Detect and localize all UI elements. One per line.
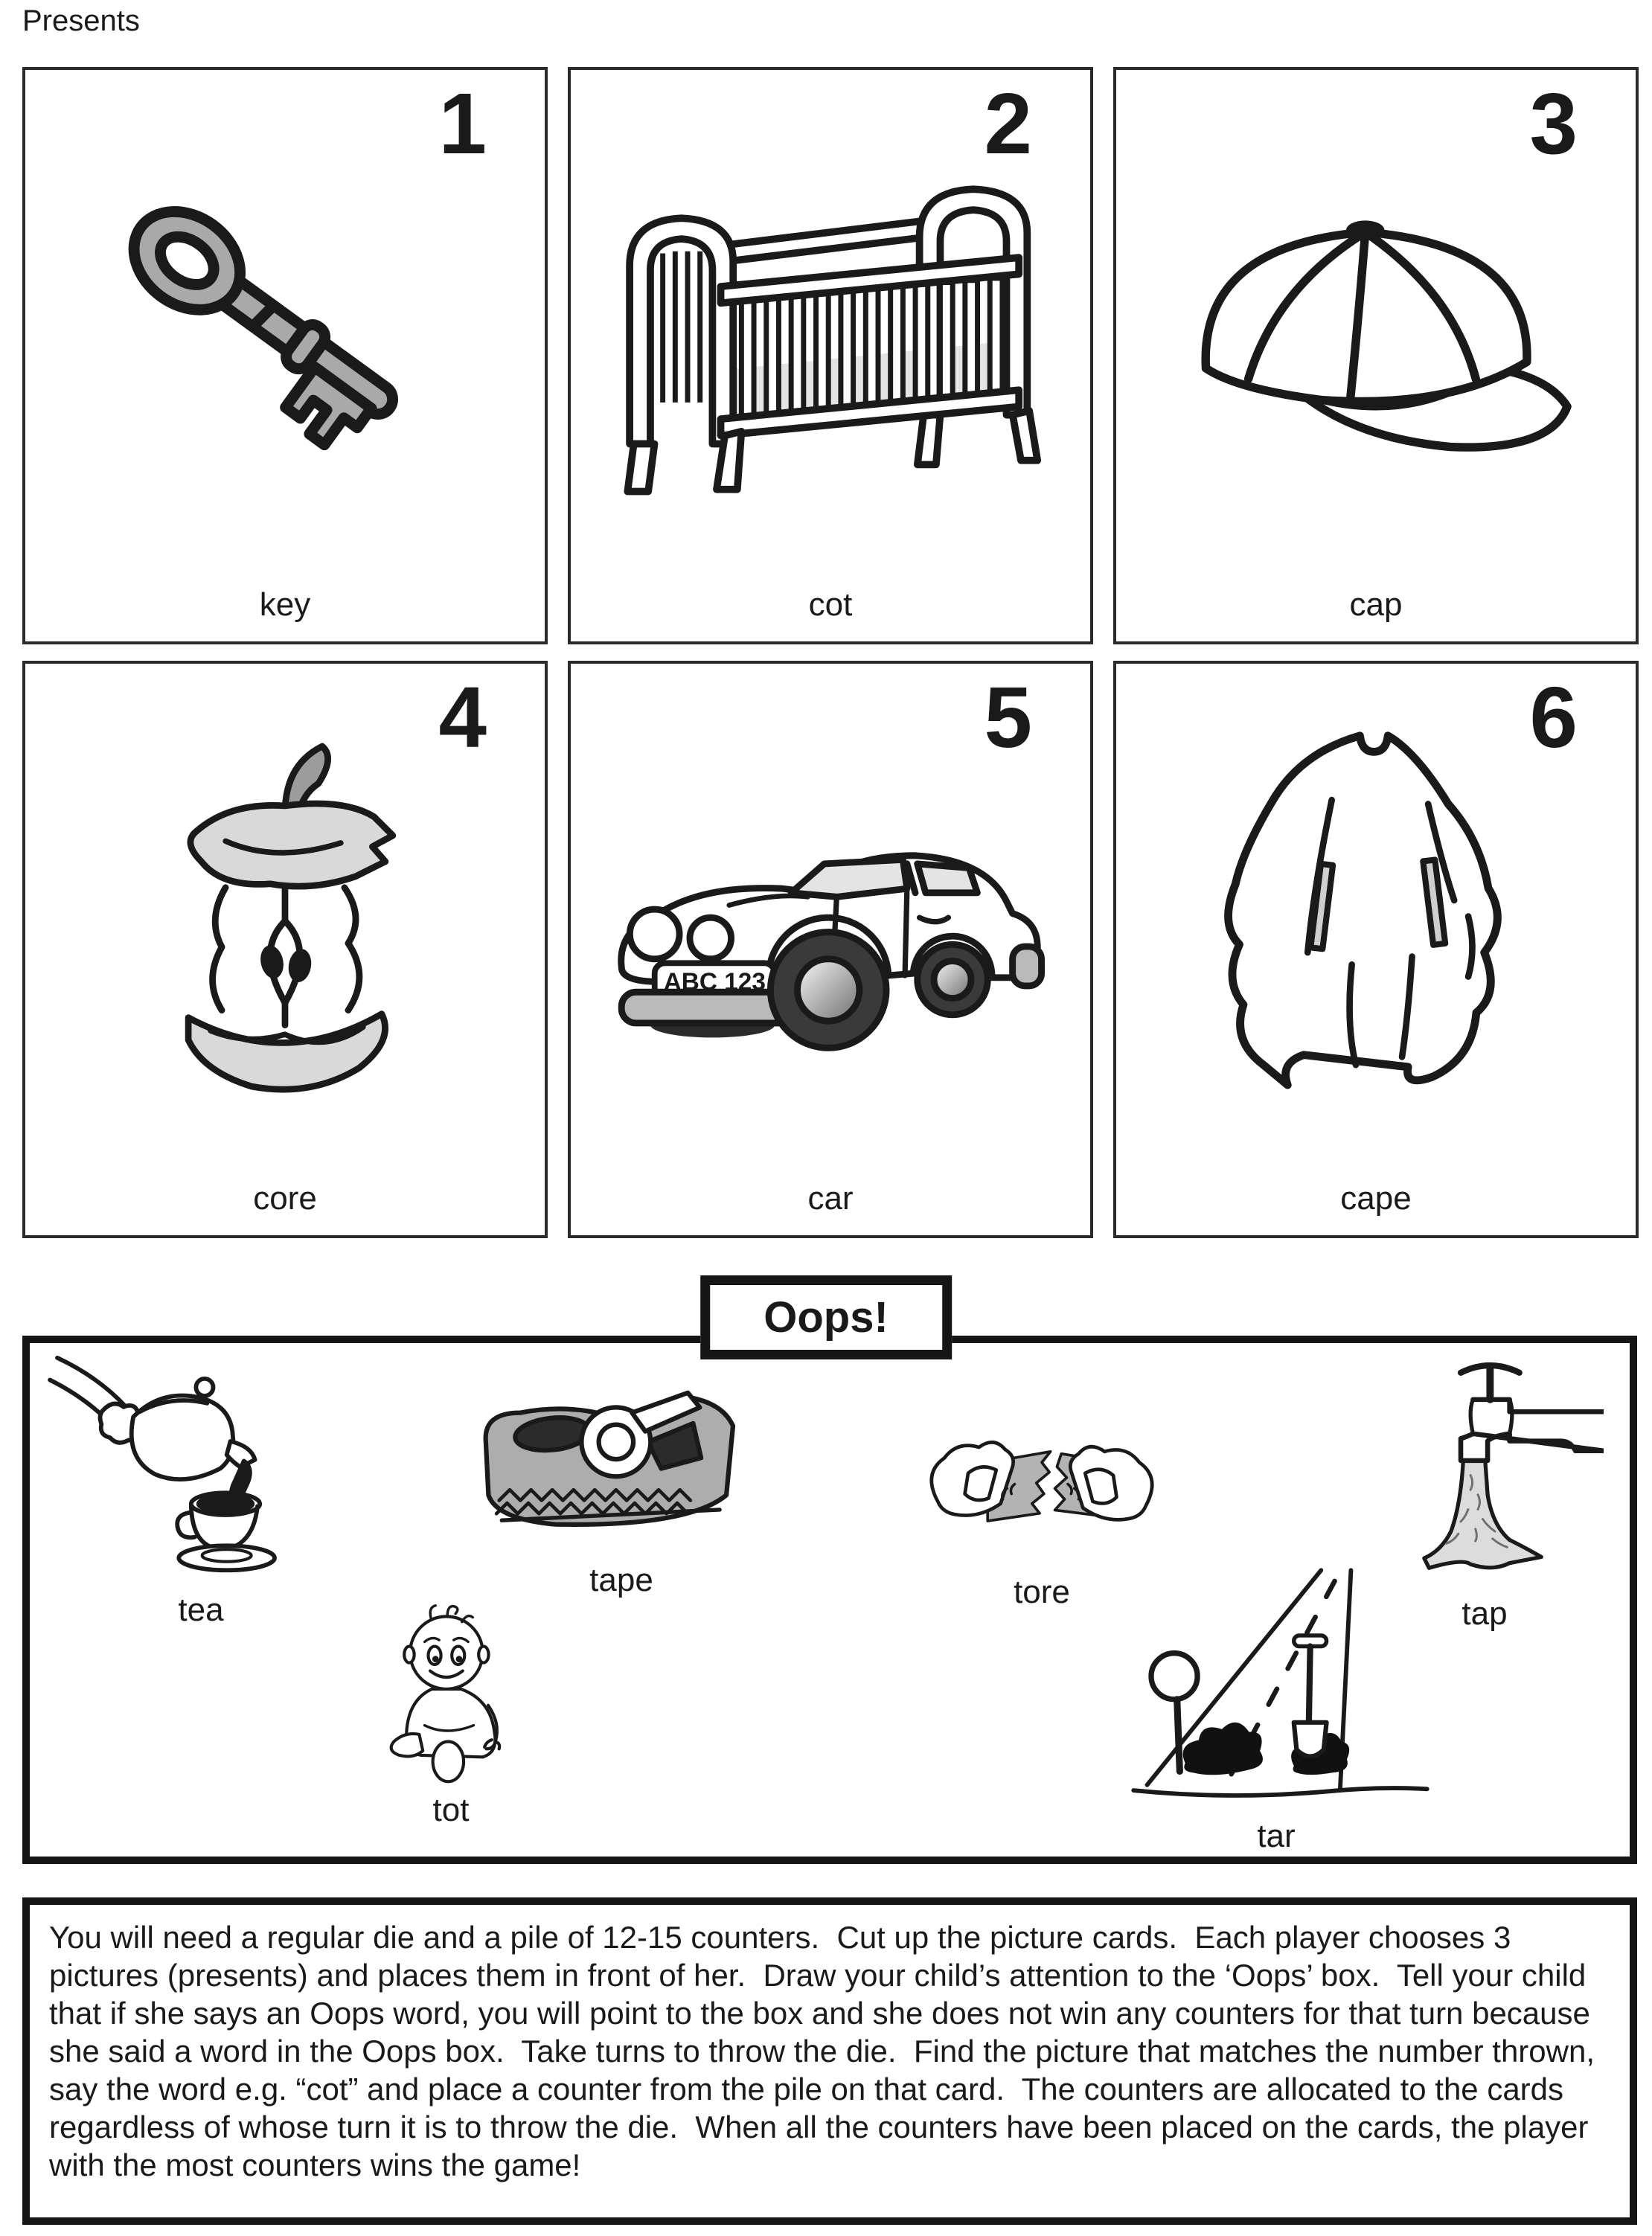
instructions-text: You will need a regular die and a pile o… xyxy=(49,1920,1604,2182)
oops-item-tap: tap xyxy=(1366,1348,1604,1633)
core-illustration xyxy=(25,664,545,1183)
tore-illustration xyxy=(929,1441,1154,1522)
oops-label-tea: tea xyxy=(178,1592,224,1628)
picture-card-grid: 1 key 2 xyxy=(22,67,1639,1238)
oops-label-tot: tot xyxy=(432,1792,470,1828)
tar-illustration xyxy=(1131,1568,1430,1798)
card-label: car xyxy=(807,1180,854,1217)
cot-illustration xyxy=(571,70,1090,589)
card-number: 6 xyxy=(1529,669,1578,766)
car-illustration: ABC 123 xyxy=(571,664,1090,1183)
card-number: 2 xyxy=(984,75,1032,172)
card-number: 5 xyxy=(984,669,1032,766)
tape-illustration xyxy=(483,1390,736,1527)
oops-label-tore: tore xyxy=(1014,1574,1070,1610)
card-number: 3 xyxy=(1529,75,1578,172)
oops-label-tap: tap xyxy=(1461,1595,1508,1632)
cap-illustration xyxy=(1116,70,1636,589)
picture-card-cot: 2 xyxy=(568,67,1093,644)
tot-illustration xyxy=(389,1604,502,1784)
oops-item-tape: tape xyxy=(461,1373,781,1599)
oops-box xyxy=(22,1336,1637,1864)
cape-illustration xyxy=(1116,664,1636,1183)
card-number: 4 xyxy=(438,669,487,766)
card-number: 1 xyxy=(438,75,487,172)
tea-illustration xyxy=(48,1355,277,1573)
card-label: cape xyxy=(1340,1180,1412,1217)
card-label: cap xyxy=(1349,586,1403,623)
picture-card-car: 5 xyxy=(568,661,1093,1238)
picture-card-cap: 3 cap xyxy=(1113,67,1639,644)
tap-illustration xyxy=(1422,1362,1604,1570)
oops-item-tea: tea xyxy=(45,1343,357,1629)
picture-card-core: 4 xyxy=(22,661,548,1238)
oops-label-tar: tar xyxy=(1257,1818,1296,1854)
page-title: Presents xyxy=(22,4,140,37)
picture-card-cape: 6 cape xyxy=(1113,661,1639,1238)
instructions-box: You will need a regular die and a pile o… xyxy=(22,1897,1637,2225)
picture-card-key: 1 key xyxy=(22,67,548,644)
card-label: core xyxy=(253,1180,317,1217)
key-illustration xyxy=(25,70,545,589)
oops-item-tore: tore xyxy=(912,1397,1172,1611)
oops-item-tot: tot xyxy=(356,1598,546,1829)
card-label: key xyxy=(259,586,311,623)
oops-title: Oops! xyxy=(700,1275,952,1359)
oops-item-tar: tar xyxy=(1120,1557,1432,1855)
oops-label-tape: tape xyxy=(589,1562,653,1598)
card-label: cot xyxy=(808,586,853,623)
